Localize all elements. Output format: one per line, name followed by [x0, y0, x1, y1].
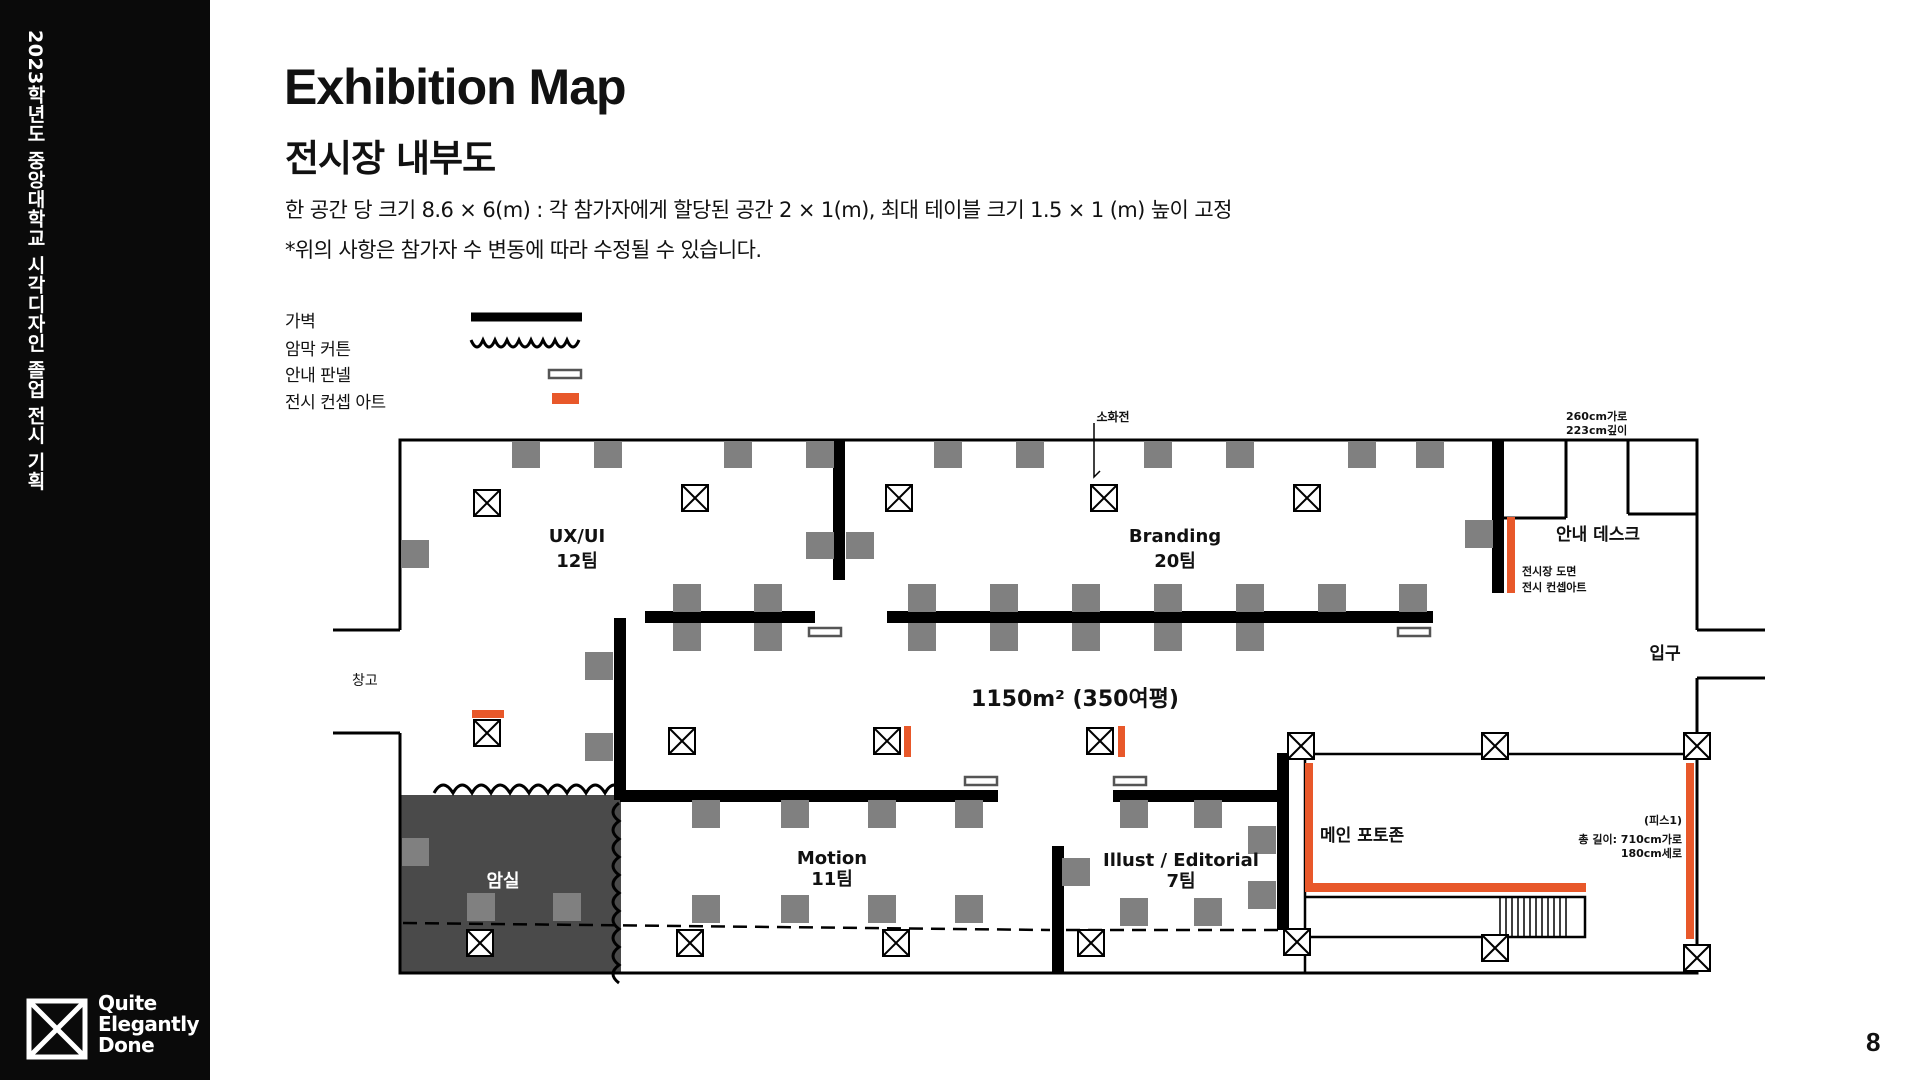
legend-label-panel: 안내 판넬 — [285, 366, 351, 386]
description-line: 한 공간 당 크기 8.6 × 6(m) : 각 참가자에게 할당된 공간 2 … — [285, 198, 1232, 222]
desk-width-label: 260cm가로 — [1566, 409, 1627, 423]
legend-label-wall: 가벽 — [285, 312, 316, 332]
concept-art-label: 전시 컨셉아트 — [1522, 580, 1587, 594]
exhibit-tables — [402, 441, 1493, 926]
guide-panels — [807, 626, 1432, 787]
concept-art-marks — [472, 517, 1694, 939]
fire-extinguisher-label: 소화전 — [1096, 409, 1129, 424]
sidebar-title: 2023학년도 중앙대학교 시각디자인 졸업 전시 기획 — [24, 30, 46, 491]
logo-line: Elegantly — [98, 1012, 200, 1036]
dark-room-tables — [402, 838, 581, 921]
staircase — [1499, 897, 1567, 937]
area-label: 1150m² (350여평) — [971, 687, 1179, 712]
outer-wall — [333, 438, 1765, 975]
logo-text: Quite Elegantly Done — [98, 991, 200, 1057]
fire-extinguisher-pointer — [1093, 423, 1101, 479]
storage-label: 창고 — [352, 673, 378, 689]
zone-label-illust: Illust / Editorial — [1103, 850, 1259, 871]
zone-label-motion: Motion — [797, 848, 867, 869]
photo-zone-length-label: 총 길이: 710cm가로 — [1578, 832, 1682, 846]
zone-label-branding: Branding — [1129, 526, 1221, 547]
legend-label-curtain: 암막 커튼 — [285, 340, 351, 360]
logo-line: Quite — [98, 991, 157, 1015]
blackout-curtain-horizontal — [432, 783, 626, 796]
zone-teams-illust: 7팀 — [1166, 871, 1195, 892]
logo-icon — [26, 998, 88, 1060]
photo-zone-ref-label: (피스1) — [1644, 813, 1682, 827]
page-subtitle: 전시장 내부도 — [285, 137, 496, 180]
partition-walls — [614, 440, 1504, 973]
zone-teams-uxui: 12팀 — [556, 551, 598, 572]
page-number: 8 — [1866, 1027, 1881, 1057]
description-note: *위의 사항은 참가자 수 변동에 따라 수정될 수 있습니다. — [285, 238, 762, 262]
entrance-label: 입구 — [1649, 644, 1681, 664]
legend-concept-art-symbol — [552, 393, 579, 404]
desk-depth-label: 223cm깊이 — [1566, 423, 1627, 437]
logo-line: Done — [98, 1033, 155, 1057]
zone-label-uxui: UX/UI — [549, 526, 605, 547]
dark-room-label: 암실 — [486, 871, 519, 892]
floor-plan-label: 전시장 도면 — [1522, 564, 1576, 578]
legend-curtain-symbol — [469, 336, 581, 349]
legend-panel-symbol — [547, 368, 583, 380]
zone-teams-motion: 11팀 — [811, 869, 853, 890]
blackout-curtain-vertical — [611, 801, 622, 985]
info-desk-label: 안내 데스크 — [1556, 525, 1640, 545]
sidebar: 2023학년도 중앙대학교 시각디자인 졸업 전시 기획 Quite Elega… — [0, 0, 210, 1080]
photo-zone-height-label: 180cm세로 — [1621, 846, 1682, 860]
main-photo-zone-label: 메인 포토존 — [1320, 826, 1404, 846]
page-title: Exhibition Map — [284, 59, 627, 115]
legend-label-concept-art: 전시 컨셉 아트 — [285, 393, 386, 413]
dashed-boundaries — [402, 921, 1290, 932]
dark-room — [400, 795, 621, 973]
zone-teams-branding: 20팀 — [1154, 551, 1196, 572]
pillar-markers — [466, 484, 1711, 972]
